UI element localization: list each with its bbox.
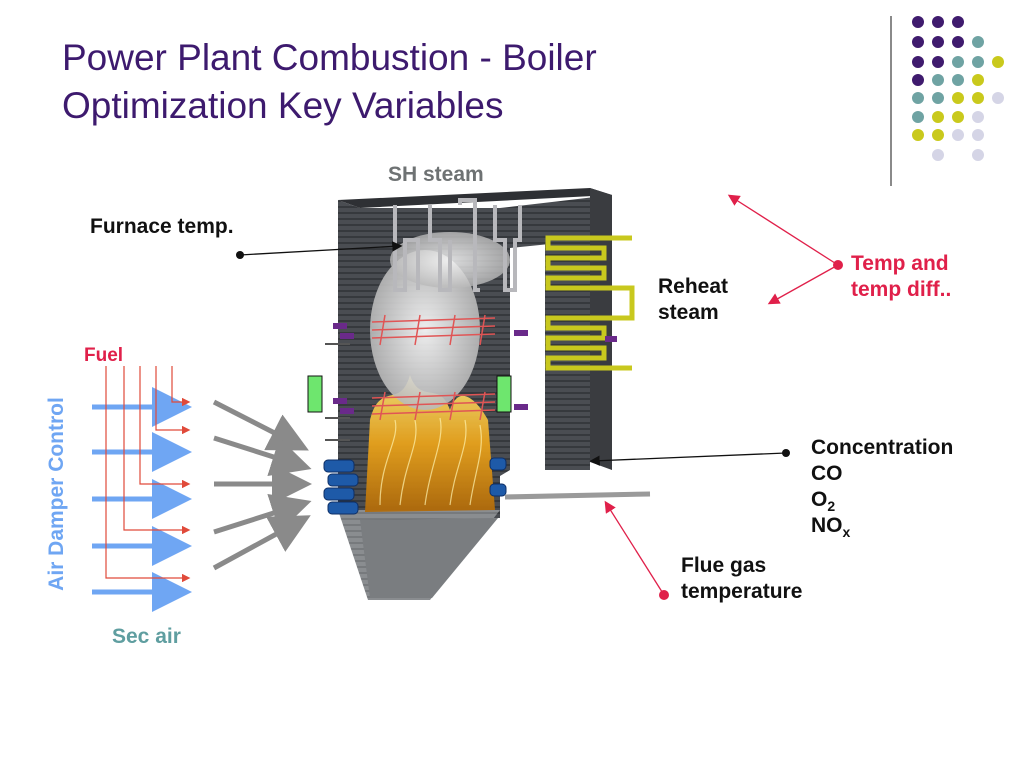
reheat-steam-line-2: steam (658, 301, 719, 324)
flue-gas-line-2: temperature (681, 580, 803, 603)
furnace-temp-label: Furnace temp. (90, 215, 234, 238)
burner-level-grid-upper (371, 314, 496, 346)
o2-base: O (811, 488, 828, 511)
burners (323, 457, 507, 515)
reheat-steam-label: Reheat steam (658, 274, 728, 326)
dot-grid-purple (912, 16, 964, 86)
o2-label: O2 (811, 487, 953, 513)
flames (365, 375, 495, 512)
air-damper-control-label: Air Damper Control (45, 397, 68, 591)
fuel-lines (105, 366, 191, 583)
furnace-temp-dot (236, 251, 244, 259)
fuel-label: Fuel (84, 345, 124, 366)
nox-label: NOx (811, 513, 953, 539)
nox-subscript: x (842, 524, 851, 541)
temp-diff-line-1: Temp and (851, 252, 949, 275)
title-divider (890, 16, 892, 186)
concentration-dot (782, 449, 790, 457)
flue-gas-duct (504, 491, 651, 500)
dot-grid-lavender (932, 92, 1004, 161)
dot-grid-yellow (912, 56, 1004, 141)
annotation-arrows-black (239, 241, 787, 466)
flue-gas-line-1: Flue gas (681, 554, 767, 577)
flue-gas-label: Flue gas temperature (681, 553, 802, 605)
annotation-arrows-red (604, 194, 839, 596)
concentration-label: Concentration CO O2 NOx (811, 435, 953, 539)
sec-air-label: Sec air (112, 625, 181, 648)
fuel-air-arrows (212, 399, 312, 571)
nox-base: NO (811, 514, 843, 537)
slide-title: Power Plant Combustion - Boiler Optimiza… (62, 34, 782, 130)
temp-diff-dot (833, 260, 843, 270)
boiler-structure (307, 188, 651, 600)
dot-grid-teal (912, 36, 984, 123)
temp-diff-label: Temp and temp diff.. (851, 251, 951, 303)
furnace-left-wall (338, 200, 360, 525)
o2-subscript: 2 (827, 498, 836, 515)
sh-steam-label: SH steam (388, 163, 484, 186)
air-damper-left (307, 375, 323, 413)
title-line-1: Power Plant Combustion - Boiler (62, 37, 597, 78)
burner-level-grid-lower (371, 391, 496, 421)
co-label: CO (811, 462, 843, 485)
ofa-nozzles (333, 323, 617, 414)
title-line-2: Optimization Key Variables (62, 85, 504, 126)
air-damper-right (496, 375, 512, 413)
temp-diff-line-2: temp diff.. (851, 278, 952, 301)
superheater-tubes (393, 198, 522, 292)
concentration-title: Concentration (811, 436, 954, 459)
secondary-air-arrows (92, 387, 192, 612)
flue-gas-dot (659, 590, 669, 600)
reheat-coils (545, 235, 635, 371)
reheat-steam-line-1: Reheat (658, 275, 729, 298)
